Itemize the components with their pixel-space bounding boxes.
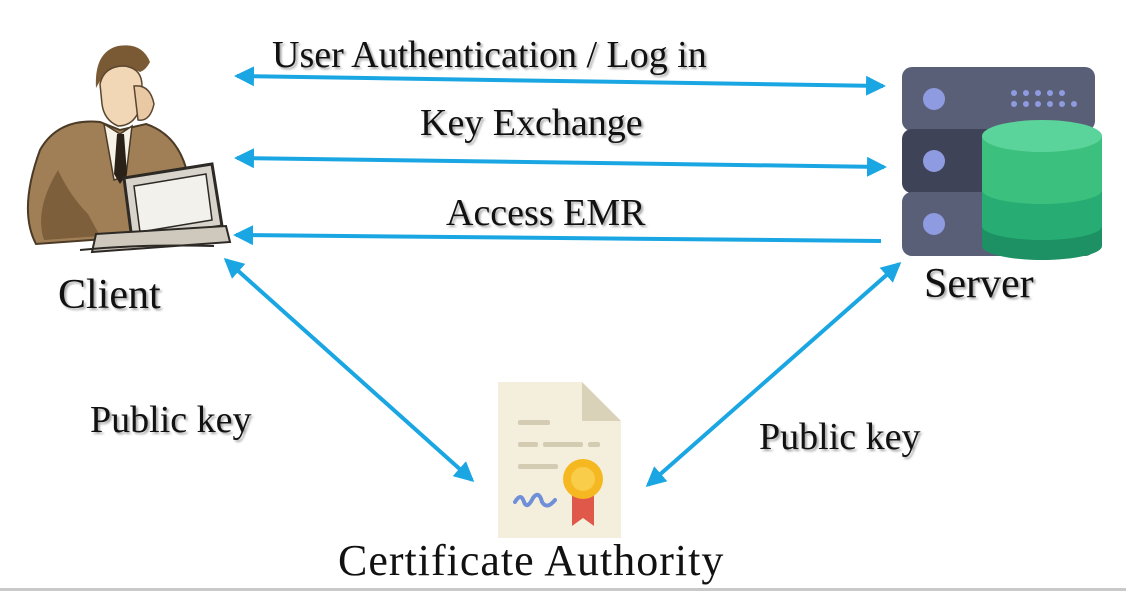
edge-public-key-server-arrow <box>645 262 902 487</box>
certificate-document-icon <box>498 382 621 538</box>
node-label-server: Server <box>924 261 1034 307</box>
server-rack-top <box>902 67 1095 131</box>
edge-label-access-emr: Access EMR <box>446 192 646 234</box>
edge-auth-arrow <box>234 66 886 96</box>
businessman-at-computer-icon <box>27 45 232 254</box>
bottom-divider <box>0 588 1126 591</box>
edge-label-user-authentication: User Authentication / Log in <box>272 34 707 76</box>
node-label-certificate-authority: Certificate Authority <box>338 536 725 585</box>
edge-label-public-key-client: Public key <box>90 399 252 441</box>
node-label-client: Client <box>58 272 161 318</box>
edge-key-exchange-arrow <box>234 148 887 177</box>
edge-label-public-key-server: Public key <box>759 416 921 458</box>
server-database-icon <box>902 67 1102 260</box>
edge-public-key-client-arrow <box>223 258 475 482</box>
edge-label-key-exchange: Key Exchange <box>420 102 643 144</box>
edge-access-emr-arrow <box>233 225 882 246</box>
